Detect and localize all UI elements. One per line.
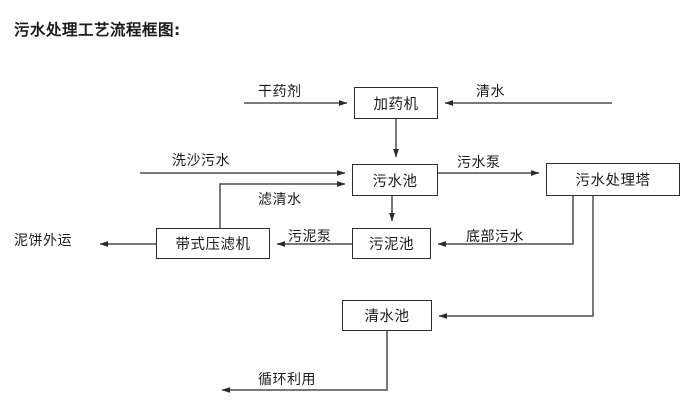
- edge-label-sludge-pump: 污泥泵: [288, 229, 332, 245]
- node-sludge-pool[interactable]: 污泥池: [352, 228, 431, 259]
- node-label: 带式压滤机: [175, 237, 251, 253]
- node-label: 加药机: [373, 96, 419, 113]
- edge-label-dry-chemical: 干药剂: [258, 84, 302, 100]
- edge-label-sewage-pump: 污水泵: [457, 155, 501, 171]
- edge-label-mud-cake-transport: 泥饼外运: [14, 233, 72, 249]
- edge-label-filtered-clear-water: 滤清水: [258, 192, 302, 208]
- node-treatment-tower[interactable]: 污水处理塔: [546, 163, 680, 196]
- edge-label-bottom-sewage: 底部污水: [466, 229, 524, 245]
- page-title: 污水处理工艺流程框图:: [14, 21, 181, 39]
- edge-label-recycling-reuse: 循环利用: [258, 372, 316, 388]
- node-belt-filter-press[interactable]: 带式压滤机: [156, 228, 270, 259]
- node-dosing-machine[interactable]: 加药机: [354, 87, 438, 119]
- node-wastewater-pool[interactable]: 污水池: [352, 164, 438, 196]
- node-label: 污泥池: [369, 237, 414, 253]
- node-label: 污水处理塔: [575, 173, 651, 189]
- edge-label-clean-water: 清水: [476, 84, 505, 100]
- node-label: 清水池: [364, 309, 410, 325]
- node-clear-water-pool[interactable]: 清水池: [342, 300, 432, 331]
- node-label: 污水池: [372, 173, 418, 190]
- edge-label-sand-wash-sewage: 洗沙污水: [172, 153, 230, 169]
